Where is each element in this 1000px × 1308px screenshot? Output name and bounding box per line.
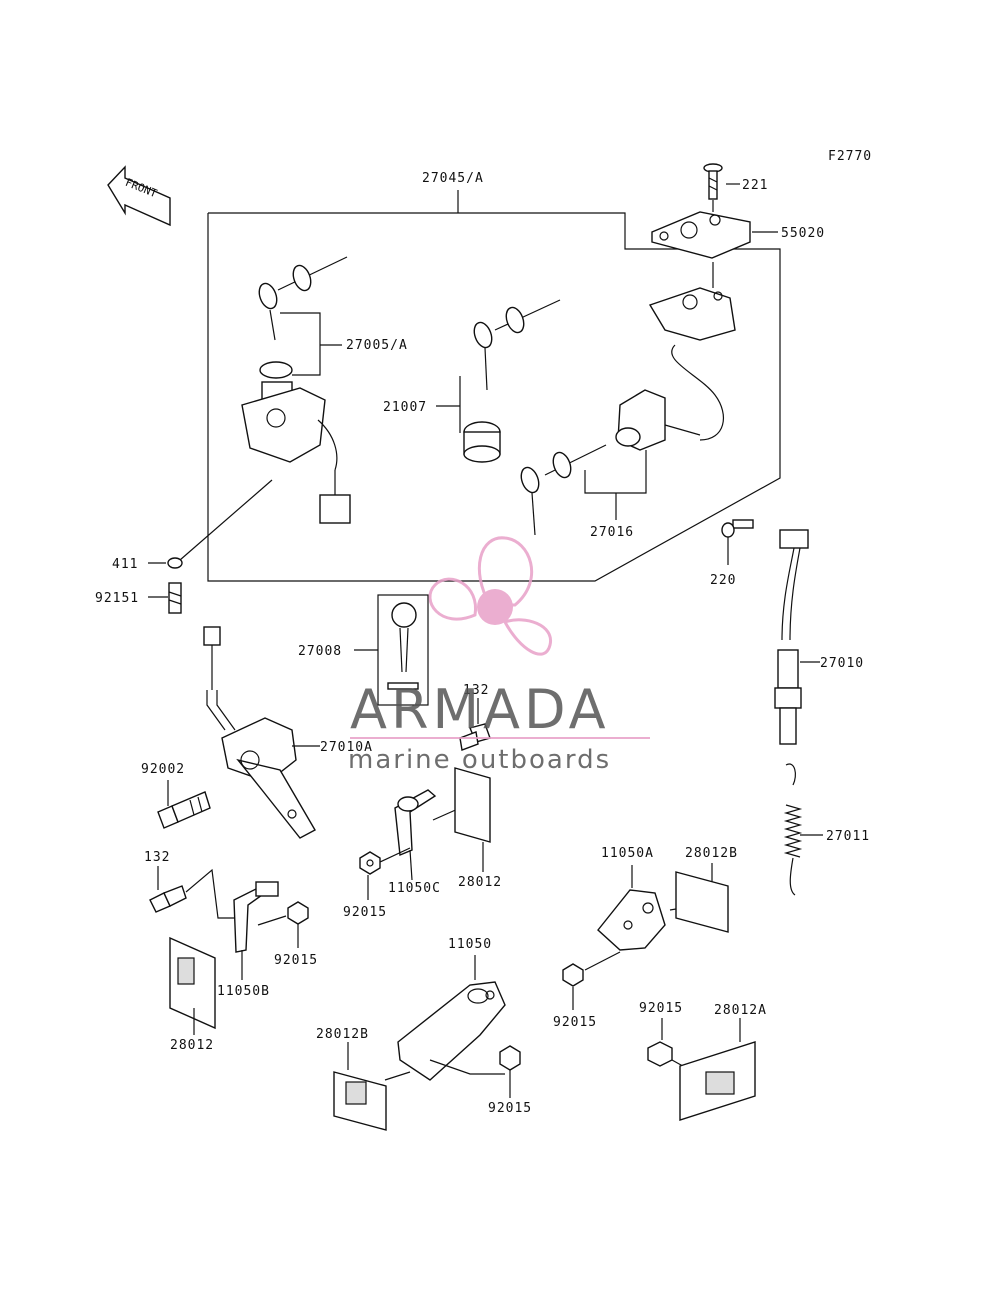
nut-92015 [257, 901, 309, 948]
part-label-92015-lower-right: 92015 [639, 1001, 683, 1016]
propeller-logo-icon [428, 536, 552, 656]
part-label-221: 221 [742, 178, 768, 193]
bolt-92151 [148, 582, 182, 614]
pad-28012a [679, 1018, 756, 1121]
part-label-27008: 27008 [298, 644, 342, 659]
part-label-21007: 21007 [383, 400, 427, 415]
bracket-11050b [233, 881, 279, 980]
part-label-132-upper: 132 [463, 683, 489, 698]
key-icon [473, 299, 561, 391]
part-label-11050b: 11050B [217, 984, 270, 999]
part-label-27011: 27011 [826, 829, 870, 844]
key-icon [258, 256, 348, 341]
switch-27010a [203, 626, 320, 839]
part-label-28012b-lower: 28012B [316, 1027, 369, 1042]
pad-28012b [675, 863, 729, 933]
bracket-11050 [397, 955, 506, 1081]
watermark-tagline: marine outboards [348, 745, 611, 775]
part-label-27005: 27005/A [346, 338, 408, 353]
part-label-11050a: 11050A [601, 846, 654, 861]
nut-92015 [359, 847, 411, 900]
part-label-27010a: 27010A [320, 740, 373, 755]
bracket-11050c [394, 789, 461, 881]
part-label-27010: 27010 [820, 656, 864, 671]
ignition-switch-27005 [241, 361, 351, 524]
part-label-92151: 92151 [95, 591, 139, 606]
screw-221 [703, 163, 740, 200]
part-label-28012b-upper: 28012B [685, 846, 738, 861]
bolt-132 [149, 866, 236, 919]
seat-lock [648, 262, 736, 441]
front-arrow-icon: FRONT [107, 165, 171, 227]
nut-92015 [562, 951, 621, 1010]
part-label-411: 411 [112, 557, 138, 572]
part-label-28012a: 28012A [714, 1003, 767, 1018]
washer-411 [167, 557, 183, 569]
part-label-92015-left: 92015 [274, 953, 318, 968]
pad-28012 [169, 936, 216, 1035]
part-label-92015-right: 92015 [553, 1015, 597, 1030]
nut-92015 [499, 1045, 521, 1098]
part-label-55020: 55020 [781, 226, 825, 241]
switch-27010 [774, 529, 820, 745]
spring-27011 [783, 763, 823, 896]
lock-cylinder-21007 [463, 421, 501, 463]
part-label-92015-center: 92015 [343, 905, 387, 920]
seat-lock-27016 [615, 389, 701, 451]
watermark-brand: ARMADA [350, 678, 610, 741]
part-label-92015-bottom: 92015 [488, 1101, 532, 1116]
part-label-220: 220 [710, 573, 736, 588]
part-label-28012-left: 28012 [170, 1038, 214, 1053]
pad-28012 [454, 767, 491, 872]
key-27008 [354, 594, 429, 706]
part-label-11050c: 11050C [388, 881, 441, 896]
screw-220 [721, 519, 754, 565]
watermark: ARMADA marine outboards [348, 536, 650, 775]
key-icon [520, 444, 607, 536]
leader-27016 [584, 450, 647, 494]
pad-28012b [333, 1042, 411, 1131]
figure-code: F2770 [828, 149, 872, 164]
part-label-11050: 11050 [448, 937, 492, 952]
leader-27005 [280, 312, 321, 376]
assembly-boundary [207, 212, 781, 582]
part-label-27016: 27016 [590, 525, 634, 540]
part-label-27045: 27045/A [422, 171, 484, 186]
part-label-28012-center: 28012 [458, 875, 502, 890]
nut-92015 [647, 1018, 691, 1071]
part-label-92002: 92002 [141, 762, 185, 777]
part-label-132-lower: 132 [144, 850, 170, 865]
bracket-11050a [597, 865, 701, 951]
bracket-55020 [651, 200, 778, 259]
bolt-92002 [157, 780, 211, 829]
